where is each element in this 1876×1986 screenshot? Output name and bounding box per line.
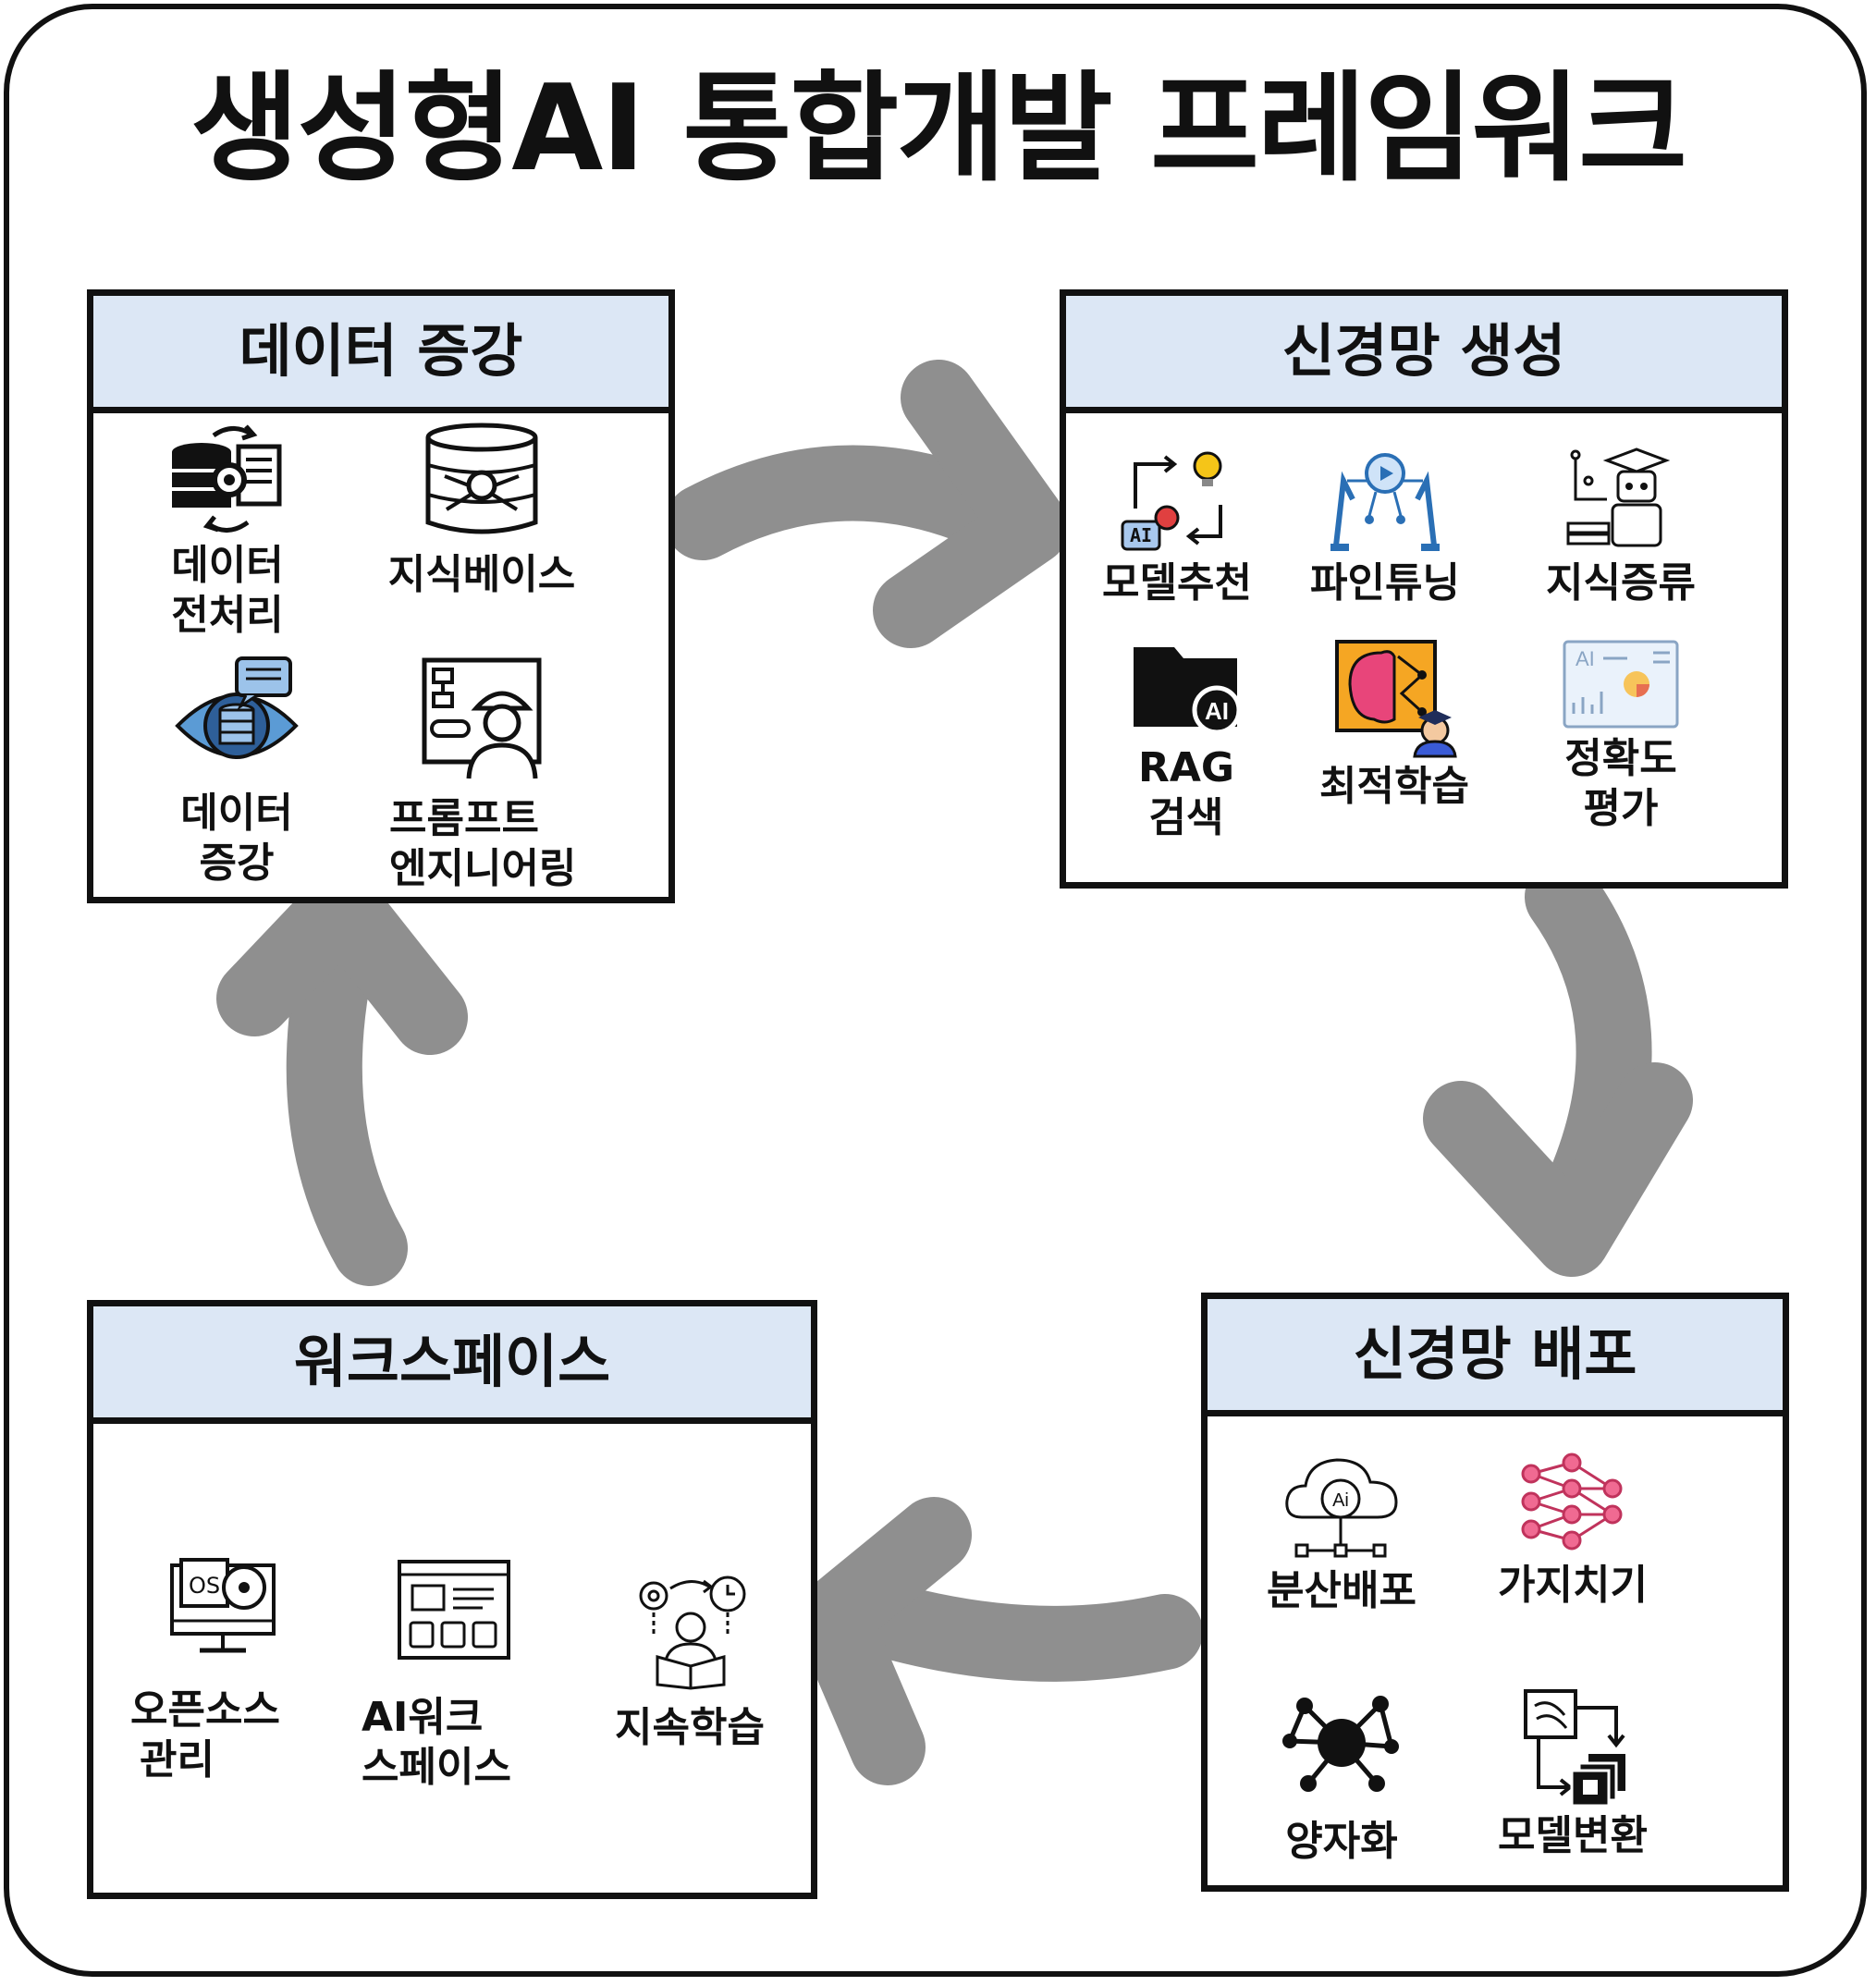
page-title: 생성형AI 통합개발 프레임워크 — [190, 60, 1687, 198]
item-knowledge-base: 지식베이스 — [371, 421, 593, 600]
panel-title: 데이터 증강 — [93, 296, 668, 413]
item-label: 스페이스 — [362, 1743, 511, 1791]
panel-title: 신경망 생성 — [1066, 296, 1782, 413]
item-label: 전처리 — [171, 591, 284, 639]
item-label: 최적학습 — [1319, 763, 1469, 810]
arrow-up-icon — [216, 868, 468, 1286]
item-label: 양자화 — [1285, 1818, 1398, 1865]
ai-workspace-icon — [398, 1560, 510, 1660]
item-label: 평가 — [1583, 784, 1659, 832]
item-label: 관리 — [140, 1735, 215, 1784]
item-model-recommendation: AI 모델추천 — [1085, 444, 1269, 608]
item-label: 모델추천 — [1102, 559, 1252, 607]
item-optimal-learning: 최적학습 — [1302, 638, 1487, 812]
cloud-ai-icon: Ai — [1285, 1458, 1398, 1558]
model-recommend-icon: AI — [1121, 451, 1222, 551]
item-label: 검색 — [1148, 793, 1224, 841]
item-label: 파인튜닝 — [1310, 559, 1460, 607]
brain-learning-icon — [1335, 640, 1457, 758]
item-label: AI워크 — [362, 1694, 484, 1741]
item-knowledge-distillation: 지식증류 — [1528, 444, 1713, 608]
panel-network-generation: 신경망 생성 AI 모델추천 — [1060, 289, 1788, 889]
item-label: 데이터 — [180, 790, 293, 837]
svg-text:OS: OS — [189, 1573, 220, 1599]
item-model-conversion: 모델변환 — [1476, 1687, 1670, 1861]
item-label: 정확도 — [1564, 735, 1677, 782]
item-label: 프롬프트 — [389, 795, 539, 842]
item-fine-tuning: 파인튜닝 — [1293, 444, 1478, 608]
item-pruning: 가지치기 — [1476, 1442, 1670, 1611]
item-distributed-deployment: Ai 분산배포 — [1245, 1447, 1439, 1616]
arrow-right-icon — [665, 360, 1069, 648]
accuracy-chart-icon: AI — [1563, 640, 1679, 729]
item-label: 증강 — [199, 839, 275, 887]
svg-text:Ai: Ai — [1332, 1490, 1349, 1511]
knowledge-base-icon — [425, 423, 538, 534]
fine-tuning-icon — [1330, 453, 1440, 551]
quantization-icon — [1282, 1696, 1399, 1792]
arrow-left-icon — [794, 1497, 1203, 1785]
item-continual-learning: 지속학습 — [597, 1570, 782, 1753]
item-label: 지식증류 — [1546, 559, 1696, 607]
os-monitor-icon: OS — [170, 1558, 276, 1653]
item-label: 데이터 — [171, 542, 284, 589]
item-label: 엔지니어링 — [389, 844, 577, 892]
panel-network-deployment: 신경망 배포 Ai 분산배포 — [1201, 1293, 1789, 1892]
item-label: 모델변환 — [1498, 1812, 1648, 1859]
pruning-network-icon — [1521, 1453, 1623, 1551]
model-convert-icon — [1524, 1689, 1625, 1808]
item-label: 가지치기 — [1498, 1562, 1648, 1609]
svg-text:AI: AI — [1130, 524, 1152, 546]
item-label: 오픈소스 — [130, 1686, 280, 1734]
rag-folder-icon: AI — [1134, 647, 1242, 735]
item-quantization: 양자화 — [1245, 1687, 1439, 1867]
database-gear-icon — [172, 424, 282, 533]
svg-text:AI: AI — [1205, 697, 1229, 725]
panel-title: 워크스페이스 — [93, 1306, 811, 1424]
item-label: 지식베이스 — [387, 551, 576, 598]
continual-learning-icon — [639, 1575, 746, 1690]
knowledge-distill-icon — [1566, 447, 1671, 547]
eye-database-icon — [175, 656, 299, 759]
prompt-engineer-icon — [422, 657, 542, 779]
item-label: 분산배포 — [1267, 1567, 1416, 1614]
panel-title: 신경망 배포 — [1208, 1299, 1783, 1416]
item-label: RAG — [1137, 744, 1235, 791]
arrow-down-icon — [1423, 859, 1693, 1277]
svg-text:AI: AI — [1576, 647, 1595, 670]
item-label: 지속학습 — [615, 1704, 765, 1751]
